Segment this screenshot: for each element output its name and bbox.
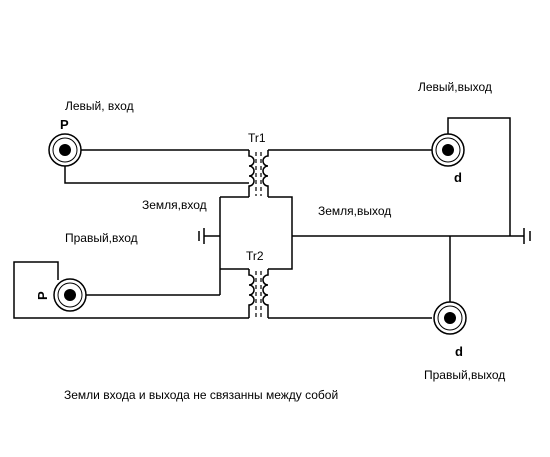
left-output-jack bbox=[431, 133, 465, 167]
input-ground-icon bbox=[198, 228, 205, 244]
footnote: Земли входа и выхода не связанны между с… bbox=[64, 388, 338, 402]
tr1-secondary-bottom-wire bbox=[268, 196, 293, 270]
tr1-label: Tr1 bbox=[248, 131, 266, 145]
output-ground-icon bbox=[523, 228, 531, 244]
left-in-ground-wire bbox=[64, 165, 249, 184]
left-in-letter: P bbox=[60, 117, 69, 132]
left-out-ground-wire bbox=[447, 117, 511, 236]
right-input-label: Правый,вход bbox=[65, 231, 138, 245]
wires bbox=[13, 117, 524, 319]
transformer-tr2 bbox=[248, 269, 269, 318]
right-out-letter: d bbox=[455, 344, 463, 359]
left-input-label: Левый, вход bbox=[65, 99, 134, 113]
output-ground-label: Земля,выход bbox=[318, 204, 391, 218]
left-out-letter: d bbox=[454, 170, 462, 185]
input-ground-label: Земля,вход bbox=[142, 198, 207, 212]
right-in-ground-wire bbox=[13, 261, 249, 319]
tr2-label: Tr2 bbox=[246, 249, 264, 263]
transformer-tr1 bbox=[248, 150, 269, 197]
right-output-label: Правый,выход bbox=[424, 368, 505, 382]
left-output-label: Левый,выход bbox=[418, 80, 492, 94]
right-output-jack bbox=[433, 301, 467, 335]
right-in-letter: P bbox=[35, 291, 50, 300]
left-input-jack bbox=[48, 133, 82, 167]
right-input-jack bbox=[53, 278, 87, 312]
